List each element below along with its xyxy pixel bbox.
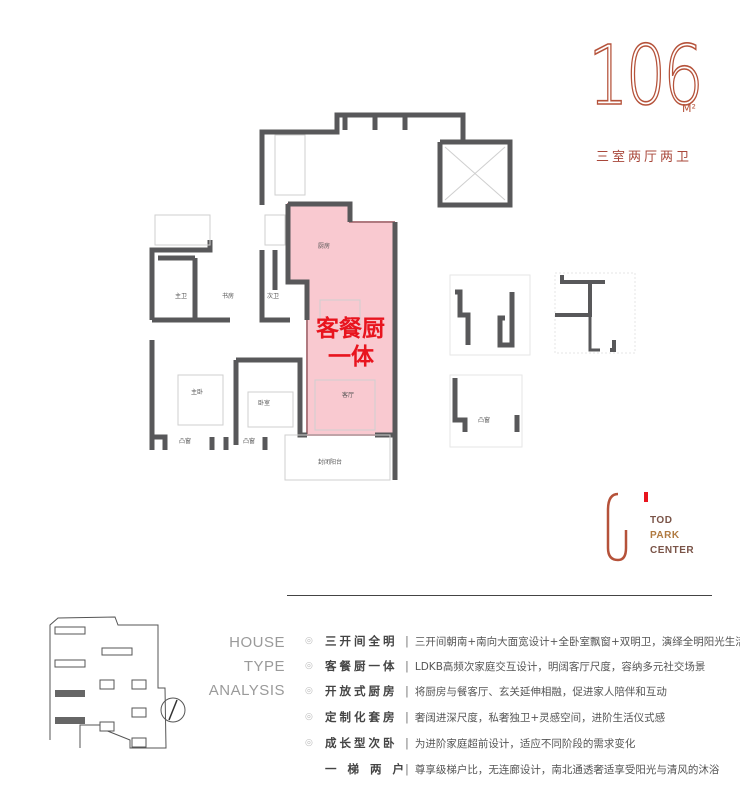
detail-plan-2 <box>554 272 636 354</box>
item-key: 三开间全明 <box>325 634 398 648</box>
analysis-item: ◎成长型次卧|为进阶家庭超前设计，适应不同阶段的需求变化 <box>305 736 636 750</box>
item-desc: 三开间朝南+南向大面宽设计+全卧室飘窗+双明卫，演绎全明阳光生活 <box>414 635 740 648</box>
highlight-label-line2: 一体 <box>328 344 375 370</box>
analysis-title-line1: HOUSE <box>229 634 285 651</box>
room-label-study: 书房 <box>222 292 234 300</box>
building-highlight <box>55 717 85 724</box>
detail-bay-window-label: 凸窗 <box>478 416 490 424</box>
area-number: 106 <box>587 29 704 124</box>
bullet-icon: ◎ <box>305 661 313 671</box>
room-label-balcony: 封闭阳台 <box>318 458 342 466</box>
compass-icon <box>160 697 186 723</box>
bullet-icon: ◎ <box>305 686 313 696</box>
analysis-title-line3: ANALYSIS <box>208 682 285 699</box>
logo-text-tod: TOD <box>650 515 673 526</box>
item-key: 定制化套房 <box>325 710 398 724</box>
room-label-living: 客厅 <box>342 391 354 399</box>
item-desc: 尊享级梯户比，无连廊设计，南北通透奢适享受阳光与清风的沐浴 <box>414 763 720 776</box>
bullet-icon: ◎ <box>305 712 313 722</box>
room-label-master-bedroom: 主卧 <box>191 388 203 396</box>
item-desc: 为进阶家庭超前设计，适应不同阶段的需求变化 <box>414 737 636 750</box>
item-desc: 将厨房与餐客厅、玄关延伸相融，促进家人陪伴和互动 <box>414 685 667 698</box>
analysis-item: ◎三开间全明|三开间朝南+南向大面宽设计+全卧室飘窗+双明卫，演绎全明阳光生活 <box>305 633 740 649</box>
item-key: 成长型次卧 <box>325 736 398 750</box>
item-key: 开放式厨房 <box>325 684 398 698</box>
room-label-kitchen: 厨房 <box>318 242 330 250</box>
room-label-master-bath: 主卫 <box>175 292 187 300</box>
layout-type: 三室两厅两卫 <box>596 150 693 165</box>
analysis-item: 一梯两户|尊享级梯户比，无连廊设计，南北通透奢适享受阳光与清风的沐浴 <box>325 762 720 776</box>
room-label-second-bath: 次卫 <box>267 292 279 300</box>
item-key: 客餐厨一体 <box>325 659 398 673</box>
furniture-lines <box>154 134 506 481</box>
item-key: 一梯两户 <box>325 762 415 776</box>
bullet-icon: ◎ <box>305 738 313 748</box>
logo-text-park: PARK <box>650 530 680 541</box>
detail-plan-3: 凸窗 <box>449 374 523 448</box>
item-desc: LDKB高频次家庭交互设计，明阔客厅尺度，容纳多元社交场景 <box>414 660 706 673</box>
area-unit: M² <box>682 102 696 115</box>
analysis-item: ◎定制化套房|奢阔进深尺度，私奢独卫+灵感空间，进阶生活仪式感 <box>305 710 666 724</box>
logo-text-center: CENTER <box>650 545 695 556</box>
item-desc: 奢阔进深尺度，私奢独卫+灵感空间，进阶生活仪式感 <box>414 711 666 724</box>
building-highlight <box>55 690 85 697</box>
floor-plan: 厨房 主卫 书房 次卫 主卧 卧室 客厅 凸窗 凸窗 封闭阳台 客餐厨 一体 凸… <box>149 112 648 562</box>
detail-plan-1 <box>449 274 531 356</box>
divider <box>287 595 712 596</box>
bullet-icon: ◎ <box>305 636 313 646</box>
room-label-bay-window-1: 凸窗 <box>179 437 191 445</box>
analysis-title-line2: TYPE <box>243 658 285 675</box>
room-label-bedroom: 卧室 <box>258 399 270 407</box>
walls <box>149 112 513 480</box>
site-map <box>49 616 186 749</box>
analysis-item: ◎开放式厨房|将厨房与餐客厅、玄关延伸相融，促进家人陪伴和互动 <box>305 684 667 698</box>
logo-mark <box>606 492 648 562</box>
room-label-bay-window-2: 凸窗 <box>243 437 255 445</box>
analysis-item: ◎客餐厨一体|LDKB高频次家庭交互设计，明阔客厅尺度，容纳多元社交场景 <box>305 659 706 673</box>
highlight-label-line1: 客餐厨 <box>316 315 385 342</box>
